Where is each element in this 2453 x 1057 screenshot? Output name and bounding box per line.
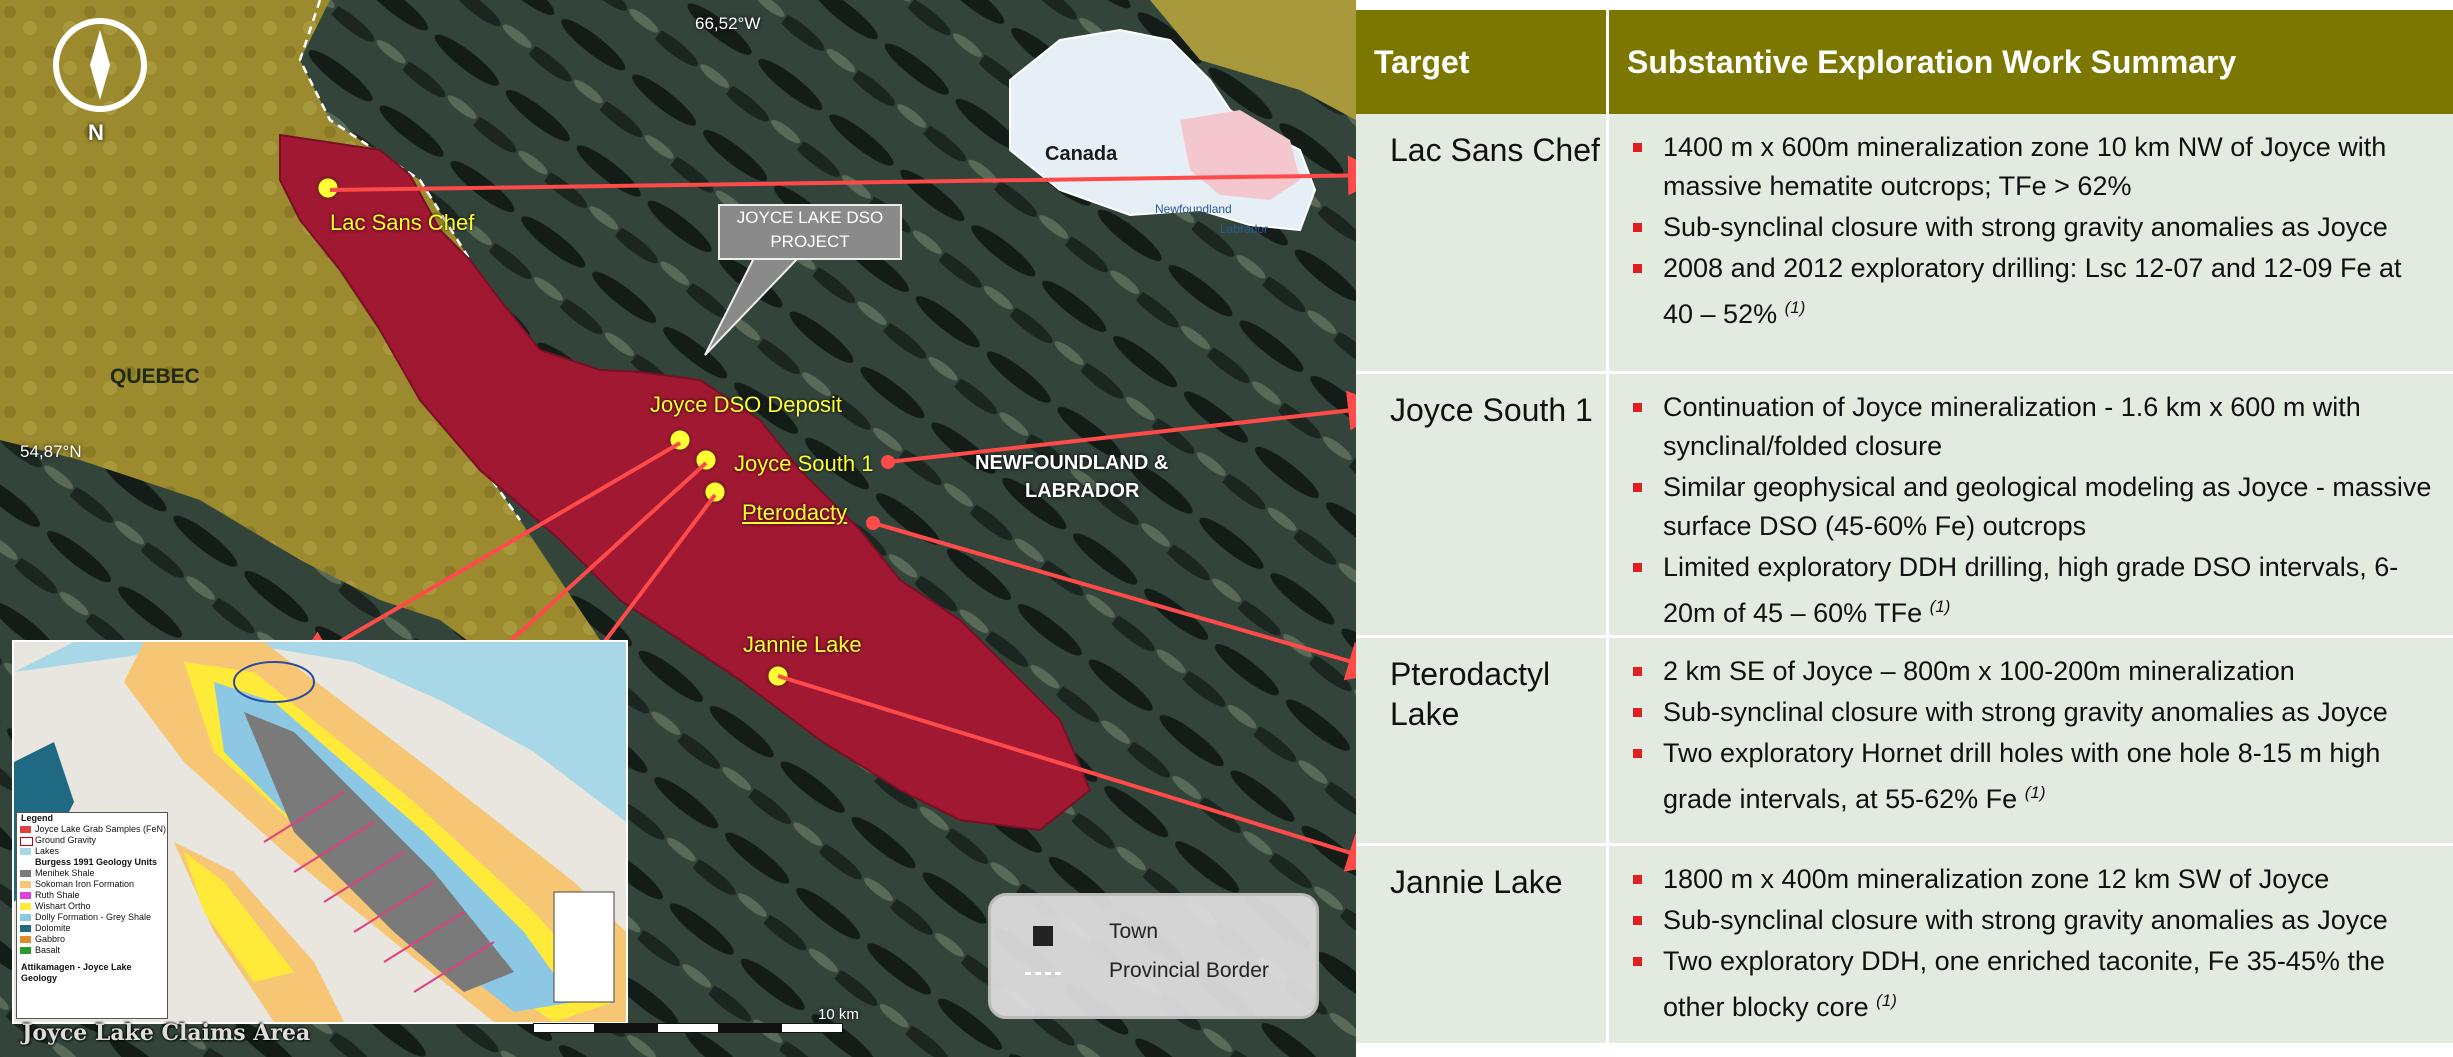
- legend-border: Provincial Border: [1109, 959, 1269, 982]
- arrow-pterodactyl: [872, 521, 1356, 681]
- callout-line2: PROJECT: [770, 232, 850, 251]
- scale-bar: [533, 1023, 843, 1033]
- north-arrow-icon: [53, 18, 147, 112]
- project-callout: JOYCE LAKE DSO PROJECT: [718, 204, 902, 260]
- map-panel: N 66,52°W 54,87°N QUEBEC NEWFOUNDLAND & …: [0, 0, 1356, 1057]
- summary-bullet: 1800 m x 400m mineralization zone 12 km …: [1625, 860, 2439, 899]
- summary-bullet: 2 km SE of Joyce – 800m x 100-200m miner…: [1625, 652, 2439, 691]
- summary-bullet: 1400 m x 600m mineralization zone 10 km …: [1625, 128, 2439, 206]
- inset-legend-item: Burgess 1991 Geology Units: [35, 857, 158, 867]
- target-summary: Continuation of Joyce mineralization - 1…: [1607, 372, 2453, 638]
- site-joyce-dso: Joyce DSO Deposit: [650, 392, 842, 417]
- table-row: Lac Sans Chef 1400 m x 600m mineralizati…: [1356, 114, 2453, 374]
- inset-legend-item: Basalt: [17, 945, 167, 956]
- exploration-table: Target Substantive Exploration Work Summ…: [1356, 10, 2453, 1046]
- geology-inset-map: Legend Joyce Lake Grab Samples (FeN) Gro…: [12, 640, 628, 1024]
- town-icon: [1033, 926, 1053, 946]
- arrow-inset-1: [293, 441, 682, 670]
- inset-legend-item: Ground Gravity: [17, 835, 167, 846]
- target-summary: 1800 m x 400m mineralization zone 12 km …: [1607, 844, 2453, 1046]
- inset-legend-item: Ruth Shale: [17, 890, 167, 901]
- site-lac-sans-chef: Lac Sans Chef: [330, 210, 475, 235]
- callout-line1: JOYCE LAKE DSO: [736, 208, 884, 227]
- claims-area-label: Joyce Lake Claims Area: [22, 1020, 311, 1046]
- table-row: Jannie Lake 1800 m x 400m mineralization…: [1356, 844, 2453, 1046]
- arrow-jannie: [777, 674, 1356, 872]
- target-summary: 2 km SE of Joyce – 800m x 100-200m miner…: [1607, 636, 2453, 846]
- summary-panel: Target Substantive Exploration Work Summ…: [1356, 0, 2453, 1057]
- inset-legend-item: Gabbro: [17, 934, 167, 945]
- quebec-terrain: [0, 0, 620, 720]
- inset-legend-item: Dolomite: [17, 923, 167, 934]
- map-legend: Town Provincial Border: [988, 893, 1319, 1019]
- ne-terrain: [1150, 0, 1356, 120]
- canada-sub-line2: Labrador: [1220, 222, 1269, 236]
- target-name: Pterodactyl Lake: [1356, 636, 1609, 846]
- inset-legend: Legend Joyce Lake Grab Samples (FeN) Gro…: [16, 812, 168, 1019]
- site-jannie: Jannie Lake: [743, 632, 862, 657]
- target-summary: 1400 m x 600m mineralization zone 10 km …: [1607, 114, 2453, 374]
- inset-legend-title: Legend: [21, 813, 54, 823]
- canada-sub-line1: Newfoundland: [1155, 202, 1232, 216]
- inset-legend-item: Menihek Shale: [17, 868, 167, 879]
- summary-bullet: 2008 and 2012 exploratory drilling: Lsc …: [1625, 249, 2439, 334]
- summary-bullet: Limited exploratory DDH drilling, high g…: [1625, 548, 2439, 633]
- footnote: (1): [1784, 298, 1806, 317]
- nl-label-line1: NEWFOUNDLAND &: [975, 452, 1169, 474]
- inset-legend-item: Sokoman Iron Formation: [17, 879, 167, 890]
- arrow-lac-sans-chef: [329, 155, 1356, 196]
- quebec-label: QUEBEC: [110, 365, 200, 388]
- summary-bullet: Sub-synclinal closure with strong gravit…: [1625, 693, 2439, 732]
- inset-legend-item: Dolly Formation - Grey Shale: [17, 912, 167, 923]
- scale-label: 10 km: [818, 1006, 859, 1023]
- footnote: (1): [1929, 596, 1951, 616]
- footnote: (1): [1876, 990, 1897, 1010]
- canada-label: Canada: [1045, 143, 1118, 165]
- arrow-joyce-south: [887, 390, 1356, 464]
- border-line-icon: [1025, 972, 1061, 975]
- target-name: Jannie Lake: [1356, 844, 1609, 1046]
- table-header-row: Target Substantive Exploration Work Summ…: [1356, 10, 2453, 114]
- summary-bullet: Sub-synclinal closure with strong gravit…: [1625, 208, 2439, 247]
- footnote: (1): [2024, 782, 2046, 802]
- summary-bullet: Two exploratory DDH, one enriched taconi…: [1625, 942, 2439, 1027]
- site-joyce-south: Joyce South 1: [734, 451, 874, 476]
- summary-bullet: Two exploratory Hornet drill holes with …: [1625, 734, 2439, 819]
- summary-bullet: Continuation of Joyce mineralization - 1…: [1625, 388, 2439, 466]
- north-label: N: [88, 120, 104, 145]
- inset-legend-item: Lakes: [17, 846, 167, 857]
- longitude-label: 66,52°W: [695, 14, 761, 33]
- site-pterodacty: Pterodacty: [742, 500, 848, 525]
- summary-bullet: Similar geophysical and geological model…: [1625, 468, 2439, 546]
- inset-legend-item: Wishart Ortho: [17, 901, 167, 912]
- compass-needle-icon: [90, 30, 110, 100]
- header-target: Target: [1356, 10, 1609, 114]
- target-name: Joyce South 1: [1356, 372, 1609, 638]
- target-name: Lac Sans Chef: [1356, 114, 1609, 374]
- legend-town: Town: [1109, 920, 1159, 943]
- inset-caption: Attikamagen - Joyce Lake Geology: [21, 962, 132, 983]
- table-row: Pterodactyl Lake 2 km SE of Joyce – 800m…: [1356, 636, 2453, 846]
- inset-geology-svg: [14, 642, 626, 1022]
- nl-label-line2: LABRADOR: [1025, 480, 1140, 502]
- summary-bullet: Sub-synclinal closure with strong gravit…: [1625, 901, 2439, 940]
- marker-pterodacty: [702, 479, 728, 505]
- inset-legend-item: Joyce Lake Grab Samples (FeN): [17, 824, 167, 835]
- table-row: Joyce South 1 Continuation of Joyce mine…: [1356, 372, 2453, 638]
- latitude-label: 54,87°N: [20, 442, 82, 461]
- header-summary: Substantive Exploration Work Summary: [1607, 10, 2453, 114]
